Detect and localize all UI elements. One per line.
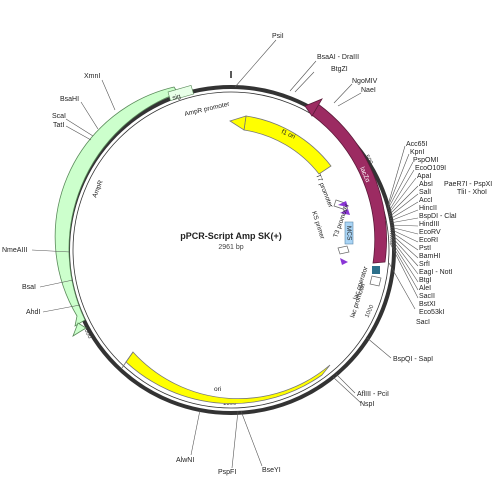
ampr-promoter-label: AmpR promoter: [184, 101, 231, 118]
site-kpni[interactable]: KpnI: [410, 149, 424, 156]
t3-promoter-arrow: [337, 245, 350, 255]
tick-1500: 1500: [223, 401, 237, 407]
site-psii[interactable]: PsiI: [272, 33, 284, 40]
site-naei[interactable]: NaeI: [361, 87, 376, 94]
primer-2-arrow: [340, 209, 350, 215]
ks-primer-label: KS primer: [310, 210, 326, 240]
lac-promoter-label: lac promoter: [349, 281, 367, 318]
site-pspfi[interactable]: PspFI: [218, 469, 236, 476]
mcs-segment[interactable]: [344, 221, 354, 245]
plasmid-length: 2961 bp: [218, 244, 243, 251]
site-alei[interactable]: AleI: [419, 285, 431, 292]
site-ecorv[interactable]: EcoRV: [419, 229, 441, 236]
site-psti[interactable]: PstI: [419, 245, 431, 252]
sig-segment: [167, 85, 194, 102]
lac-promoter-arrow: [369, 275, 382, 287]
site-tati[interactable]: TatI: [53, 122, 64, 129]
site-bstxi[interactable]: BstXI: [419, 301, 436, 308]
site-bseyi[interactable]: BseYI: [262, 467, 281, 474]
ampr-label: AmpR: [91, 179, 104, 199]
site-nmeaiii[interactable]: NmeAIII: [2, 247, 27, 254]
tick-500: 500: [363, 154, 373, 166]
site-bsaai-draiii[interactable]: BsaAI - DraIII: [317, 54, 359, 61]
ori-arc[interactable]: [125, 351, 331, 404]
ori-arrow: [121, 351, 134, 369]
site-bsai[interactable]: BsaI: [22, 284, 36, 291]
plasmid-backbone-inner: [72, 91, 390, 409]
site-acci[interactable]: AccI: [419, 197, 433, 204]
ampr-arc[interactable]: [54, 86, 179, 327]
site-srfi[interactable]: SrfI: [419, 261, 430, 268]
ampr-arrow: [72, 322, 87, 337]
site-psp0mi[interactable]: PspOMI: [413, 157, 438, 164]
site-ngomiv[interactable]: NgoMIV: [352, 78, 378, 85]
lacza-arc[interactable]: [311, 103, 387, 264]
site-hincii[interactable]: HincII: [419, 205, 437, 212]
f1-ori-arc[interactable]: [243, 115, 332, 175]
site-scai[interactable]: ScaI: [52, 113, 66, 120]
site-paer7i-pspxi[interactable]: PaeR7I - PspXI: [444, 181, 492, 188]
site-btgi[interactable]: BtgI: [419, 277, 432, 284]
site-eco53ki[interactable]: Eco53kI: [419, 309, 444, 316]
site-btgzi[interactable]: BtgZI: [331, 66, 348, 73]
site-ecori[interactable]: EcoRI: [419, 237, 438, 244]
site-eco0109i[interactable]: EcoO109I: [415, 165, 446, 172]
site-sacii[interactable]: SacII: [419, 293, 435, 300]
f1-ori-arrow: [229, 115, 247, 131]
primer-3-arrow: [340, 258, 348, 265]
site-leaders: [31, 39, 419, 469]
site-tlii-xhoi[interactable]: TliI - XhoI: [457, 189, 487, 196]
site-bsahi[interactable]: BsaHI: [60, 96, 79, 103]
ori-label: ori: [214, 386, 221, 393]
primer-1-arrow: [338, 201, 348, 207]
site-afliii-pcii[interactable]: AflIII - PciI: [357, 391, 389, 398]
site-bamhi[interactable]: BamHI: [419, 253, 440, 260]
plasmid-name: pPCR-Script Amp SK(+): [180, 231, 281, 241]
tick-2000: 2000: [81, 325, 93, 340]
site-alwni[interactable]: AlwNI: [176, 457, 194, 464]
site-xmni[interactable]: XmnI: [84, 73, 100, 80]
site-acc65i[interactable]: Acc65I: [406, 141, 427, 148]
site-bspqi-sapi[interactable]: BspQI - SapI: [393, 356, 433, 363]
sig-label: sig: [172, 93, 182, 102]
t7-promoter-label: T7 promoter: [314, 173, 334, 209]
site-apai[interactable]: ApaI: [417, 173, 431, 180]
tick-1000: 1000: [364, 304, 375, 319]
site-saci[interactable]: SacI: [416, 319, 430, 326]
site-sali[interactable]: SalI: [419, 189, 431, 196]
site-eagi-noti[interactable]: EagI - NotI: [419, 269, 453, 276]
mcs-label: MCS: [345, 226, 353, 241]
site-ahdi[interactable]: AhdI: [26, 309, 40, 316]
site-bspdi-clai[interactable]: BspDI - ClaI: [419, 213, 457, 220]
site-absi[interactable]: AbsI: [419, 181, 433, 188]
site-nspi[interactable]: NspI: [360, 401, 374, 408]
lac-operator-segment[interactable]: [372, 266, 380, 274]
site-hindiii[interactable]: HindIII: [419, 221, 439, 228]
lacza-arrow: [304, 98, 323, 117]
